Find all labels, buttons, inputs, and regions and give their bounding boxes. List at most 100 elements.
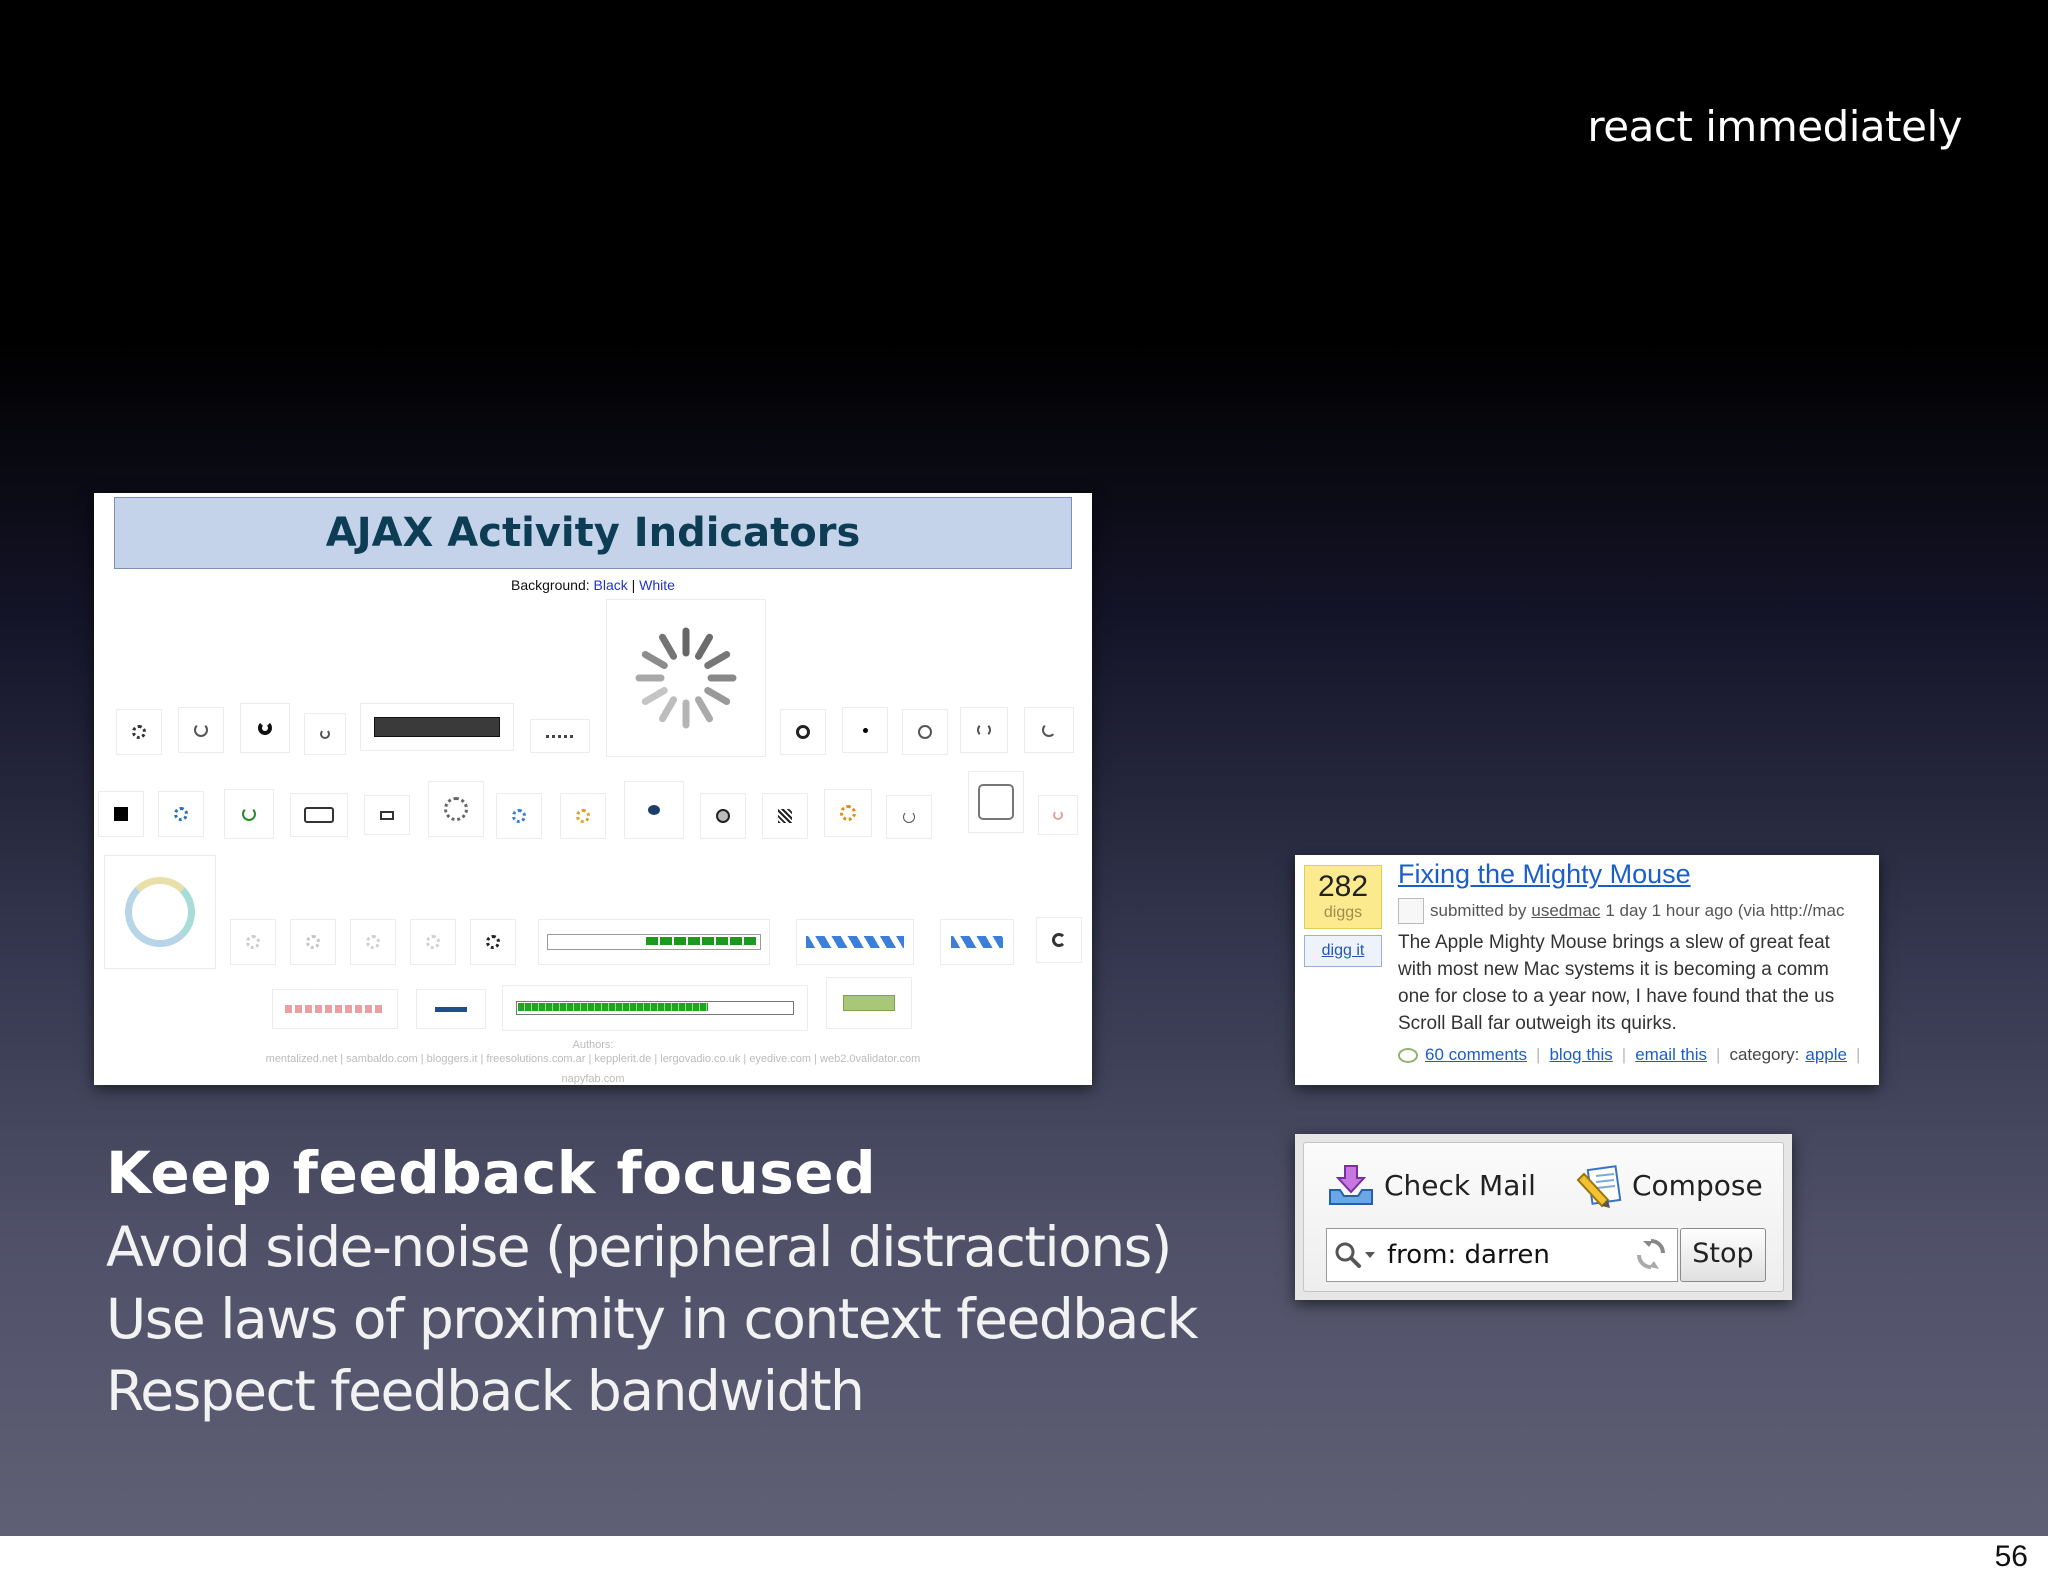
ajax-title: AJAX Activity Indicators <box>325 510 861 556</box>
email-this-link[interactable]: email this <box>1635 1045 1708 1064</box>
slide-headline: react immediately <box>1587 102 1962 151</box>
thin-ring-icon <box>886 795 932 839</box>
story-body-line: with most new Mac systems it is becoming… <box>1398 959 1829 980</box>
stripe-loader-icon <box>530 719 590 753</box>
blue-asterisk-icon <box>158 791 204 837</box>
crescent-spinner-icon <box>1024 707 1074 753</box>
story-body-line: Scroll Ball far outweigh its quirks. <box>1398 1013 1677 1034</box>
mail-search-input[interactable]: from: darren <box>1326 1228 1678 1282</box>
story-body-line: one for close to a year now, I have foun… <box>1398 986 1835 1007</box>
story-body-line: The Apple Mighty Mouse brings a slew of … <box>1398 932 1830 953</box>
ajax-title-banner: AJAX Activity Indicators <box>114 497 1072 569</box>
story-title-link[interactable]: Fixing the Mighty Mouse <box>1398 859 1691 889</box>
blog-this-link[interactable]: blog this <box>1549 1045 1613 1064</box>
stop-button[interactable]: Stop <box>1680 1228 1766 1282</box>
refresh-spinner-icon <box>178 707 224 753</box>
bullet-item: Respect feedback bandwidth <box>106 1359 865 1423</box>
orange-dotted-ring-icon <box>560 793 606 839</box>
orange-spinner-icon <box>824 789 872 837</box>
thumbnail-icon <box>1398 898 1424 924</box>
category-label: category: <box>1729 1045 1800 1064</box>
bullet-item: Avoid side-noise (peripheral distraction… <box>106 1215 1172 1279</box>
authors-credits: Authors: mentalized.net | sambaldo.com |… <box>94 1038 1092 1085</box>
submitted-prefix: submitted by <box>1430 901 1527 920</box>
comment-bubble-icon <box>1398 1047 1418 1063</box>
story-actions: 60 comments | blog this | email this | c… <box>1398 1045 1869 1065</box>
digg-count: 282 <box>1317 870 1369 903</box>
story-body: The Apple Mighty Mouse brings a slew of … <box>1398 929 1878 1037</box>
large-spinner-icon <box>606 599 766 757</box>
mail-toolbar: Check Mail Compose fr <box>1303 1142 1784 1292</box>
check-mail-label: Check Mail <box>1384 1168 1536 1202</box>
separator: | <box>1716 1045 1721 1064</box>
comments-link[interactable]: 60 comments <box>1425 1045 1528 1064</box>
green-progress-bar <box>538 919 770 965</box>
background-selector: Background: Black | White <box>94 577 1092 593</box>
blue-dotted-ring-icon <box>496 793 542 839</box>
compose-label: Compose <box>1632 1168 1763 1202</box>
separator: | <box>1536 1045 1541 1064</box>
faint-dots-spinner-icon <box>350 919 396 965</box>
dark-progress-bar <box>360 703 514 751</box>
slide: react immediately AJAX Activity Indicato… <box>0 0 2048 1536</box>
hatched-square-icon <box>762 793 808 839</box>
mail-toolbar-screenshot: Check Mail Compose fr <box>1295 1134 1792 1300</box>
bullet-heading: Keep feedback focused <box>106 1139 877 1207</box>
long-green-progress-bar <box>502 985 808 1031</box>
arrows-spinner-icon <box>240 703 290 753</box>
blue-dash-icon <box>416 989 486 1029</box>
search-icon <box>1335 1242 1375 1268</box>
green-bar-block <box>826 977 912 1029</box>
faint-dots-spinner-icon <box>410 919 456 965</box>
pastel-ring-icon <box>104 855 216 969</box>
black-square-icon <box>98 791 144 837</box>
background-black-link[interactable]: Black <box>593 577 628 593</box>
story-meta: submitted by usedmac 1 day 1 hour ago (v… <box>1398 898 1844 924</box>
green-arrows-icon <box>224 789 274 839</box>
submitted-suffix: 1 day 1 hour ago (via http://mac <box>1605 901 1845 920</box>
compose-button[interactable]: Compose <box>1574 1161 1763 1209</box>
boxed-spinner-icon <box>968 771 1024 833</box>
ajax-indicators-screenshot: AJAX Activity Indicators Background: Bla… <box>94 493 1092 1085</box>
digg-it-button[interactable]: digg it <box>1304 935 1382 967</box>
blue-striped-bar-small <box>940 919 1014 965</box>
spinner-icon <box>116 709 162 755</box>
pencil-paper-icon <box>1576 1165 1622 1208</box>
search-value: from: darren <box>1387 1240 1550 1270</box>
authors-extra: napyfab.com <box>561 1073 625 1085</box>
background-white-link[interactable]: White <box>639 577 675 593</box>
small-box-icon <box>364 795 410 835</box>
check-mail-button[interactable]: Check Mail <box>1326 1161 1536 1209</box>
gray-spinner-icon <box>428 781 484 837</box>
inbox-download-icon <box>1329 1165 1373 1205</box>
bullet-list: Keep feedback focused Avoid side-noise (… <box>106 1135 1198 1427</box>
category-link[interactable]: apple <box>1805 1045 1847 1064</box>
faint-dots-spinner-icon <box>230 919 276 965</box>
bracket-spinner-icon <box>290 793 348 837</box>
small-ring-icon <box>304 713 346 755</box>
authors-label: Authors: <box>572 1039 614 1051</box>
faint-dots-spinner-icon <box>290 919 336 965</box>
bullet-item: Use laws of proximity in context feedbac… <box>106 1287 1198 1351</box>
page-number: 56 <box>1994 1540 2028 1573</box>
background-label: Background: <box>511 577 590 593</box>
blue-ball-icon <box>624 781 684 839</box>
dark-dots-spinner-icon <box>470 919 516 965</box>
background-link-separator: | <box>631 577 636 593</box>
digg-story-screenshot: 282 diggs digg it Fixing the Mighty Mous… <box>1295 855 1879 1085</box>
dark-arc-spinner-icon <box>1036 917 1082 963</box>
gray-ball-icon <box>700 793 746 839</box>
submitter-link[interactable]: usedmac <box>1531 901 1601 920</box>
faint-spinner-icon <box>1038 795 1078 835</box>
separator: | <box>1856 1045 1861 1064</box>
separator: | <box>1621 1045 1627 1064</box>
authors-list: mentalized.net | sambaldo.com | bloggers… <box>265 1053 921 1065</box>
target-spinner-icon <box>902 709 948 755</box>
digg-count-unit: diggs <box>1323 904 1363 921</box>
refresh-spinner-icon <box>1637 1239 1665 1269</box>
gear-spinner-icon <box>780 709 826 755</box>
red-blocks-bar <box>272 989 398 1029</box>
dot-icon <box>842 707 888 753</box>
digg-count-badge: 282 diggs <box>1304 865 1382 929</box>
blue-striped-bar <box>796 919 914 965</box>
